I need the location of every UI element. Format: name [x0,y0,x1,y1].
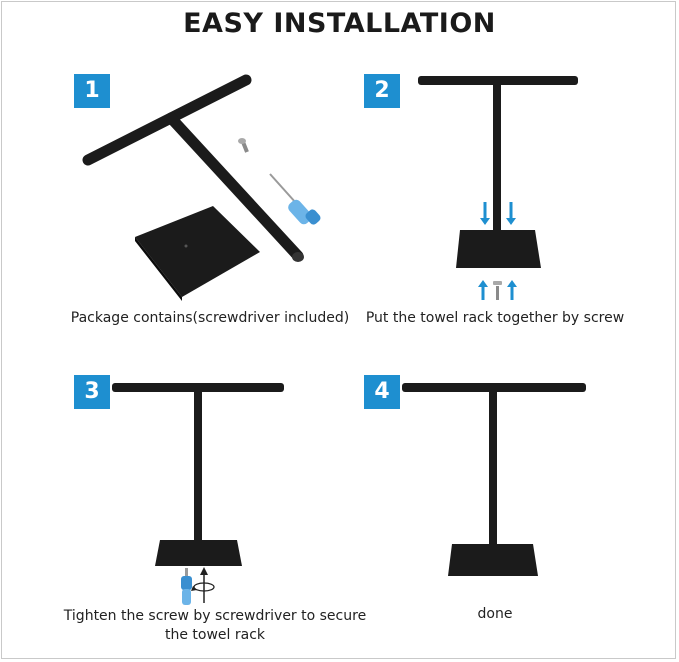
screw-icon [238,138,249,153]
step-4-number-badge: 4 [364,375,400,409]
page-title: EASY INSTALLATION [183,8,496,39]
towel-rack-icon [402,383,586,576]
towel-rack-icon [112,383,284,566]
rotate-arrow-icon [191,567,215,603]
arrow-up-icon [478,280,517,300]
screw-icon [493,281,502,300]
step-2-number-badge: 2 [364,74,400,108]
step-3-caption-line-1: Tighten the screw by screwdriver to secu… [63,608,367,624]
step-3-number-badge: 3 [74,375,110,409]
step-2-caption: Put the towel rack together by screw [365,310,625,326]
t-bar-icon [82,74,304,262]
arrow-down-icon [480,202,516,225]
screwdriver-icon [181,568,192,605]
screwdriver-icon [269,173,321,225]
step-4-caption: done [477,606,513,622]
step-1-number-badge: 1 [74,74,110,108]
towel-rack-icon [418,76,578,268]
square-base-icon [135,206,260,301]
step-3-caption-line-2: the towel rack [164,627,266,643]
step-1-caption: Package contains(screwdriver included) [70,310,350,326]
